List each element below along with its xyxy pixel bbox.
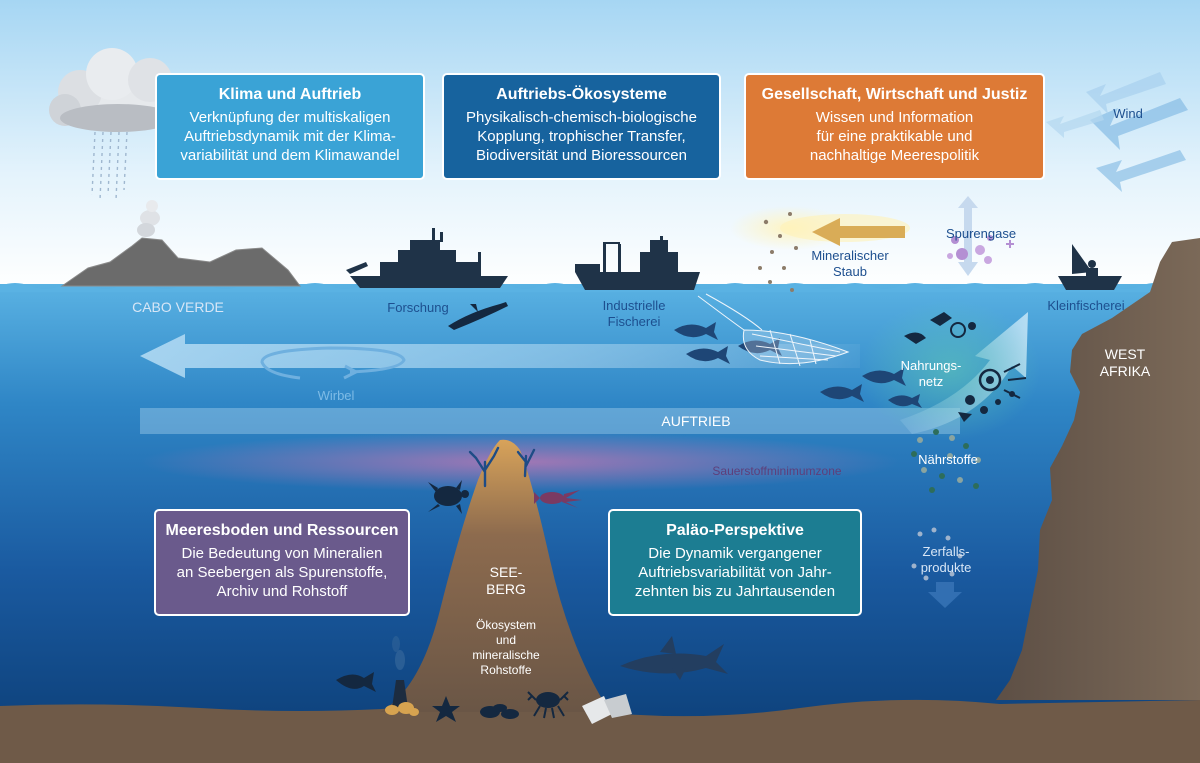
box-climate-title: Klima und Auftrieb — [218, 86, 362, 103]
box-ecosystems-line-1: Physikalisch-chemisch-biologische — [466, 109, 697, 126]
box-society-line-1: Wissen und Information — [815, 109, 974, 126]
seamount — [380, 439, 610, 712]
box-climate: Klima und Auftrieb Verknüpfung der multi… — [155, 73, 425, 180]
label-oekosystem-line-1: Ökosystem — [475, 618, 536, 632]
turtle-icon — [428, 480, 469, 514]
label-mineralischer-staub-line-1: Mineralischer — [811, 248, 889, 263]
fishing-net-icon — [697, 293, 850, 367]
label-west-afrika-line-2: AFRIKA — [1099, 363, 1151, 379]
label-west-afrika-line-1: WEST — [1104, 346, 1146, 362]
gas-bubbles-icon — [947, 196, 1014, 276]
box-ecosystems-title: Auftriebs-Ökosysteme — [496, 86, 667, 103]
box-paleo-line-1: Die Dynamik vergangener — [648, 545, 822, 562]
box-climate-line-3: variabilität und dem Klimawandel — [180, 147, 400, 164]
label-nahrungsnetz-line-1: Nahrungs- — [900, 358, 962, 373]
label-industrielle-fischerei: Industrielle Fischerei — [592, 298, 676, 330]
label-sauerstoffminimumzone: Sauerstoffminimumzone — [712, 464, 842, 478]
seafloor — [0, 699, 1200, 763]
label-west-afrika: WEST AFRIKA — [1090, 346, 1160, 380]
dust-particles-icon — [730, 206, 910, 292]
shark-icon — [620, 636, 728, 680]
label-spurengase: Spurengase — [945, 226, 1017, 241]
research-ship-icon — [346, 228, 508, 288]
box-society-title: Gesellschaft, Wirtschaft und Justiz — [761, 86, 1028, 103]
box-ecosystems-line-3: Biodiversität und Bioressourcen — [476, 147, 687, 164]
sinking-particles-icon — [911, 527, 963, 608]
label-wirbel: Wirbel — [317, 388, 355, 403]
label-industrielle-fischerei-line-2: Fischerei — [607, 314, 661, 329]
box-climate-line-1: Verknüpfung der multiskaligen — [189, 109, 391, 126]
box-seafloor-line-3: Archiv und Rohstoff — [216, 583, 348, 600]
coral-icon — [468, 446, 536, 488]
label-seeberg-line-2: BERG — [486, 581, 526, 597]
volcano-icon — [60, 200, 301, 287]
box-society-line-3: nachhaltige Meerespolitik — [809, 147, 980, 164]
glider-icon — [448, 302, 508, 330]
mussel-icon — [480, 704, 519, 719]
label-industrielle-fischerei-line-1: Industrielle — [602, 298, 666, 313]
label-mineralischer-staub-line-2: Staub — [833, 264, 867, 279]
label-seeberg-line-1: SEE- — [489, 564, 523, 580]
box-ecosystems-line-2: Kopplung, trophischer Transfer, — [477, 128, 686, 145]
box-paleo-title: Paläo-Perspektive — [666, 522, 804, 539]
box-seafloor-title: Meeresboden und Ressourcen — [165, 522, 399, 539]
box-society: Gesellschaft, Wirtschaft und Justiz Wiss… — [744, 73, 1045, 180]
label-oekosystem-line-4: Rohstoffe — [480, 663, 532, 677]
label-oekosystem-line-3: mineralische — [472, 648, 540, 662]
label-nahrungsnetz: Nahrungs- netz — [896, 358, 966, 390]
label-zerfallsprodukte-line-1: Zerfalls- — [922, 544, 970, 559]
label-nahrungsnetz-line-2: netz — [918, 374, 944, 389]
continental-slope — [996, 238, 1200, 700]
upwelling-band — [140, 408, 960, 434]
label-zerfallsprodukte-line-2: produkte — [920, 560, 972, 575]
squid-icon — [534, 490, 582, 508]
manganese-crust-icon — [582, 694, 632, 724]
box-society-line-2: für eine praktikable und — [816, 128, 973, 145]
label-kleinfischerei: Kleinfischerei — [1047, 298, 1125, 313]
label-zerfallsprodukte: Zerfalls- produkte — [906, 544, 986, 576]
label-forschung: Forschung — [387, 300, 449, 315]
box-paleo: Paläo-Perspektive Die Dynamik vergangene… — [608, 509, 862, 616]
label-seeberg: SEE- BERG — [476, 564, 536, 598]
label-naehrstoffe: Nährstoffe — [918, 452, 978, 467]
fish-icon — [336, 672, 376, 692]
fishing-trawler-icon — [575, 236, 700, 290]
box-seafloor: Meeresboden und Ressourcen Die Bedeutung… — [154, 509, 410, 616]
starfish-icon — [432, 696, 460, 722]
label-cabo-verde: CABO VERDE — [132, 299, 224, 315]
label-oekosystem: Ökosystem und mineralische Rohstoffe — [456, 618, 556, 678]
crab-icon — [527, 691, 569, 719]
label-mineralischer-staub: Mineralischer Staub — [800, 248, 900, 280]
wind-arrow-icon — [1046, 72, 1188, 192]
hydrothermal-vent-icon — [392, 636, 408, 708]
box-climate-line-2: Auftriebsdynamik mit der Klima- — [184, 128, 396, 145]
plankton-icon — [904, 312, 1027, 422]
box-seafloor-line-1: Die Bedeutung von Mineralien — [181, 545, 383, 562]
box-ecosystems: Auftriebs-Ökosysteme Physikalisch-chemis… — [442, 73, 721, 180]
rock-pile-icon — [385, 702, 419, 716]
nutrient-dots-icon — [911, 429, 981, 493]
label-oekosystem-line-2: und — [495, 633, 517, 647]
rain-icon — [91, 131, 128, 201]
current-arrow — [140, 334, 860, 378]
box-seafloor-line-2: an Seebergen als Spurenstoffe, — [176, 564, 388, 581]
label-auftrieb: AUFTRIEB — [661, 413, 731, 429]
small-boat-icon — [1058, 244, 1122, 290]
label-wind: Wind — [1113, 106, 1143, 121]
eddy-icon — [260, 346, 406, 380]
box-paleo-line-2: Auftriebsvariabilität von Jahr- — [638, 564, 832, 581]
box-paleo-line-3: zehnten bis zu Jahrtausenden — [634, 583, 836, 600]
